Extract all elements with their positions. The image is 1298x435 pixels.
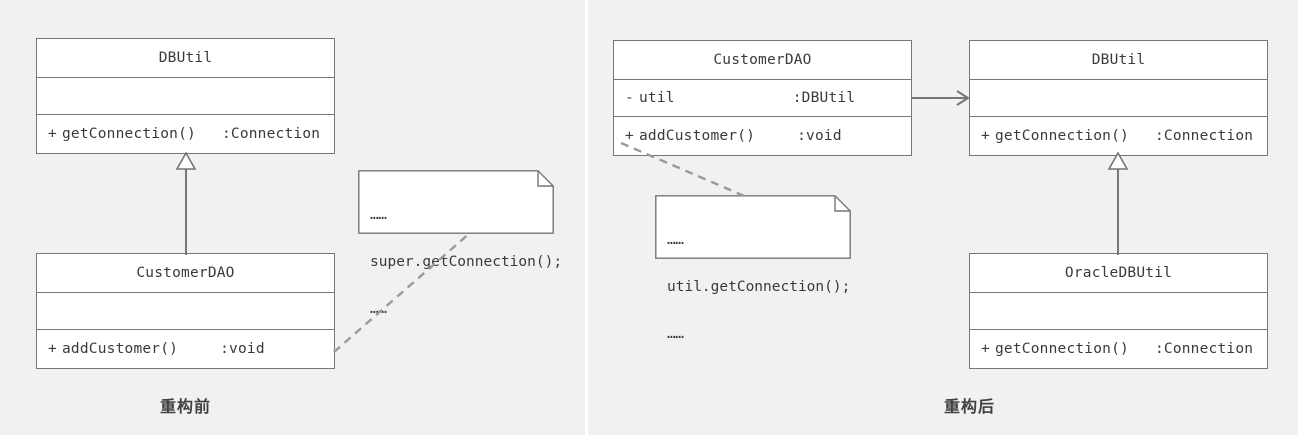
operation-name: getConnection() — [62, 125, 196, 142]
operation-name: addCustomer() — [639, 127, 756, 144]
class-operations-compartment: + addCustomer() :void — [37, 330, 334, 367]
uml-note-before[interactable]: …… super.getConnection(); …… — [358, 170, 562, 317]
class-name: OracleDBUtil — [970, 254, 1267, 293]
class-attributes-compartment — [37, 78, 334, 115]
class-attributes-compartment — [970, 293, 1267, 330]
generalization-connector-left — [175, 151, 197, 255]
attribute-name: util — [639, 90, 675, 106]
class-name: DBUtil — [970, 41, 1267, 80]
note-line-3: …… — [667, 326, 684, 342]
caption-after: 重构后 — [943, 397, 995, 416]
operation-visibility: + — [625, 127, 634, 144]
note-text: …… super.getConnection(); …… — [370, 177, 562, 347]
note-line-1: …… — [370, 207, 387, 223]
note-anchor-left — [333, 231, 472, 353]
operation-name: getConnection() — [995, 340, 1129, 357]
uml-note-after[interactable]: …… util.getConnection(); …… — [655, 195, 851, 342]
class-name: CustomerDAO — [614, 41, 911, 80]
generalization-connector-right — [1107, 151, 1129, 255]
operation-type: :void — [797, 127, 842, 144]
uml-class-customerdao-before[interactable]: CustomerDAO + addCustomer() :void — [36, 253, 335, 369]
operation-type: :Connection — [1154, 127, 1254, 144]
operation-type: :void — [220, 340, 265, 357]
class-name: DBUtil — [37, 39, 334, 78]
note-anchor-right — [620, 141, 750, 200]
class-operations-compartment: + getConnection() :Connection — [970, 117, 1267, 154]
uml-class-dbutil-after[interactable]: DBUtil + getConnection() :Connection — [969, 40, 1268, 156]
uml-class-customerdao-after[interactable]: CustomerDAO -util :DBUtil + addCustomer():… — [613, 40, 912, 156]
operation-visibility: + — [48, 340, 57, 357]
class-operations-compartment: + getConnection() :Connection — [37, 115, 334, 152]
note-line-2: super.getConnection(); — [370, 254, 563, 270]
uml-class-dbutil-before[interactable]: DBUtil + getConnection() :Connection — [36, 38, 335, 154]
operation-type: :Connection — [221, 125, 321, 142]
panel-divider — [585, 0, 588, 435]
class-attributes-compartment: -util :DBUtil — [614, 80, 911, 117]
attribute-type: :DBUtil — [792, 90, 856, 106]
note-line-3: …… — [370, 301, 387, 317]
class-operations-compartment: + addCustomer() :void — [614, 117, 911, 154]
note-text: …… util.getConnection(); …… — [667, 202, 850, 372]
operation-name: getConnection() — [995, 127, 1129, 144]
note-shape — [358, 170, 554, 234]
operation-visibility: + — [981, 127, 990, 144]
note-line-2: util.getConnection(); — [667, 279, 851, 295]
note-shape — [655, 195, 851, 259]
class-attributes-compartment — [37, 293, 334, 330]
attribute-visibility: - — [625, 90, 634, 106]
class-operations-compartment: + getConnection() :Connection — [970, 330, 1267, 367]
caption-before: 重构前 — [159, 397, 211, 416]
operation-type: :Connection — [1154, 340, 1254, 357]
class-name: CustomerDAO — [37, 254, 334, 293]
class-attributes-compartment — [970, 80, 1267, 117]
uml-class-oracledbutil-after[interactable]: OracleDBUtil + getConnection() :Connection — [969, 253, 1268, 369]
operation-visibility: + — [981, 340, 990, 357]
note-line-1: …… — [667, 232, 684, 248]
operation-visibility: + — [48, 125, 57, 142]
association-connector-right — [912, 90, 970, 106]
operation-name: addCustomer() — [62, 340, 179, 357]
